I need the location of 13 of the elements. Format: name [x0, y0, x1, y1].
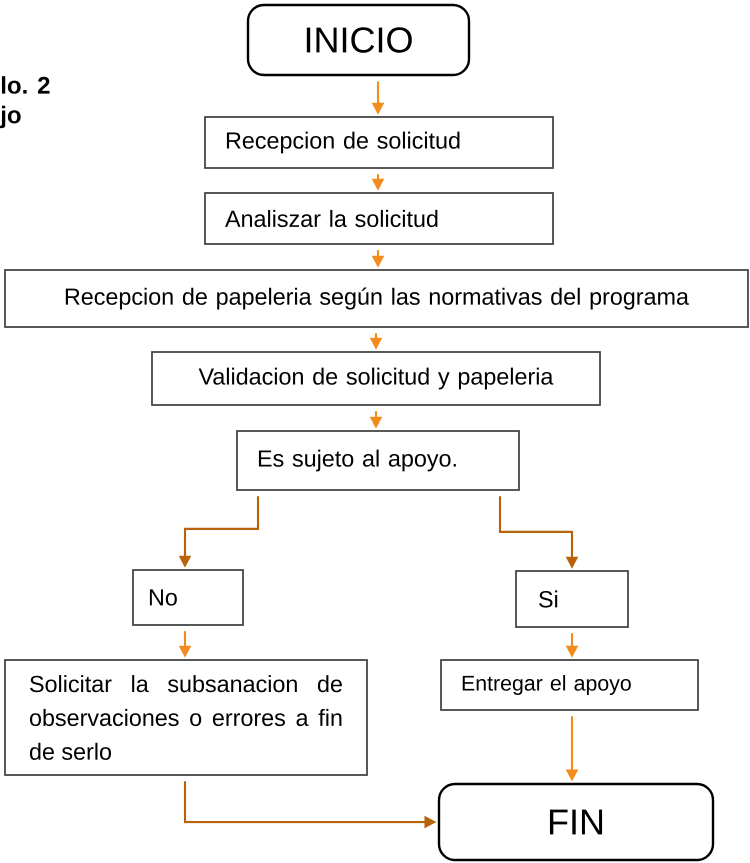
process-box: Recepcion de solicitud: [204, 116, 554, 169]
decision-box: Es sujeto al apoyo.: [236, 430, 520, 491]
process-box: Entregar el apoyo: [440, 659, 699, 711]
answer-box: No: [132, 569, 244, 626]
process-box: Solicitar la subsanacion de observaciones o errores a fin de serlo: [4, 659, 368, 776]
heading-text: lo. 2: [2, 76, 50, 94]
process-box: Validacion de solicitud y papeleria: [151, 351, 601, 406]
terminal-box: FIN: [438, 782, 714, 862]
process-box: Analiszar la solicitud: [204, 192, 554, 245]
terminal-box: INICIO: [246, 4, 470, 76]
answer-box: Si: [515, 570, 629, 628]
process-box: Recepcion de papeleria según las normativas del programa: [4, 269, 749, 328]
heading-text: jo: [0, 106, 21, 128]
